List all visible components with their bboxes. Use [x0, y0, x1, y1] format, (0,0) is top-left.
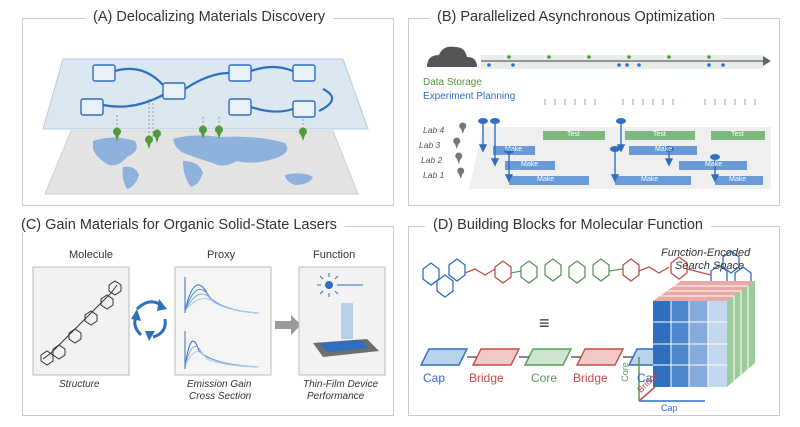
molecule-box	[32, 266, 130, 376]
search-space-cube	[638, 281, 755, 402]
delocalized-discovery-diagram	[42, 58, 369, 195]
proxy-box	[174, 266, 272, 376]
building-blocks-diagram	[419, 250, 755, 402]
node-4	[228, 64, 252, 82]
cloud-icon	[427, 46, 477, 67]
block-chain	[419, 348, 677, 366]
lab2-label: Lab 2	[421, 155, 443, 165]
axis-cap-label: Cap	[661, 403, 678, 413]
planning-arrows	[478, 123, 720, 183]
gain-materials-diagram	[32, 266, 386, 376]
make-label-3: Make	[521, 161, 539, 168]
data-storage-label: Data Storage	[423, 77, 482, 88]
function-heading: Function	[313, 249, 356, 261]
proxy-caption-1: Emission Gain	[187, 379, 252, 390]
planning-plane	[42, 58, 369, 130]
panel-b: (B) Parallelized Asynchronous Optimizati…	[408, 9, 780, 206]
molecule-structure	[40, 280, 122, 366]
node-2	[80, 98, 104, 116]
lab1-label: Lab 1	[423, 170, 445, 180]
panel-d-title: (D) Building Blocks for Molecular Functi…	[425, 217, 711, 233]
async-optimization-diagram	[427, 46, 771, 189]
make-label-6: Make	[641, 176, 659, 183]
node-6	[292, 64, 316, 82]
block-cap-2-label: Cap	[637, 371, 660, 385]
experiment-planning-label: Experiment Planning	[423, 91, 516, 102]
make-bar-l3b	[629, 146, 697, 155]
search-space-title-2: Search Space	[675, 260, 745, 272]
proxy-to-function-arrow	[275, 315, 301, 335]
make-label-5: Make	[537, 176, 555, 183]
test-bar-1	[543, 131, 605, 140]
lab-lanes	[493, 131, 765, 185]
function-caption-2: Performance	[307, 391, 365, 402]
panel-d: (D) Building Blocks for Molecular Functi…	[408, 217, 780, 416]
timeline-blue-dots	[487, 63, 725, 67]
block-bridge-1	[471, 348, 521, 366]
block-bridge-1-label: Bridge	[469, 371, 504, 385]
make-bar-l1a	[509, 176, 589, 185]
structure-caption: Structure	[59, 379, 100, 390]
planning-clouds	[478, 118, 720, 160]
block-core	[523, 348, 573, 366]
panel-c: (C) Gain Materials for Organic Solid-Sta…	[13, 217, 394, 416]
lab4-label: Lab 4	[423, 125, 445, 135]
emission-spectra	[184, 277, 260, 369]
location-pins	[113, 125, 307, 149]
make-bar-l2a	[505, 161, 555, 170]
search-space-title-1: Function-Encoded	[661, 247, 751, 259]
cycle-arrowheads	[131, 299, 167, 341]
node-1	[92, 64, 116, 82]
panel-a-title: (A) Delocalizing Materials Discovery	[85, 9, 334, 25]
laser-device	[313, 273, 379, 357]
timeline-band	[481, 55, 763, 69]
axis-core-label: Core	[619, 362, 630, 382]
lab-pins	[453, 122, 467, 179]
make-label-4: Make	[705, 161, 723, 168]
test-bar-3	[711, 131, 765, 140]
block-bridge-2	[575, 348, 625, 366]
panel-b-title: (B) Parallelized Asynchronous Optimizati…	[429, 9, 724, 25]
workflow-arrows	[102, 65, 334, 113]
proxy-caption-2: Cross Section	[189, 391, 252, 402]
lab3-label: Lab 3	[419, 140, 441, 150]
make-bar-l3a	[493, 146, 535, 155]
lab-floor	[469, 127, 771, 189]
test-bar-2	[625, 131, 695, 140]
measurement-ticks	[544, 99, 756, 105]
make-bar-l2b	[679, 161, 747, 170]
molecule-heading: Molecule	[69, 249, 114, 261]
test-label-3: Test	[731, 131, 744, 138]
make-bar-l1c	[715, 176, 763, 185]
building-block-molecule	[422, 250, 752, 298]
block-cap-1	[419, 348, 469, 366]
proxy-heading: Proxy	[207, 249, 236, 261]
make-label-1: Make	[505, 146, 523, 153]
test-label-2: Test	[653, 131, 666, 138]
make-label-2: Make	[655, 146, 673, 153]
test-label-1: Test	[567, 131, 580, 138]
block-core-label: Core	[531, 371, 558, 385]
node-3	[162, 82, 186, 100]
block-bridge-2-label: Bridge	[573, 371, 608, 385]
equivalence-symbol: ≡	[539, 313, 550, 333]
node-5	[228, 98, 252, 116]
make-bar-l1b	[615, 176, 691, 185]
timeline-green-dots	[507, 55, 711, 59]
node-7	[292, 100, 316, 118]
make-label-7: Make	[729, 176, 747, 183]
world-map	[93, 135, 313, 189]
panel-c-title: (C) Gain Materials for Organic Solid-Sta…	[13, 217, 345, 233]
panel-a: (A) Delocalizing Materials Discovery	[22, 9, 394, 206]
block-cap-1-label: Cap	[423, 371, 446, 385]
function-caption-1: Thin-Film Device	[303, 379, 379, 390]
